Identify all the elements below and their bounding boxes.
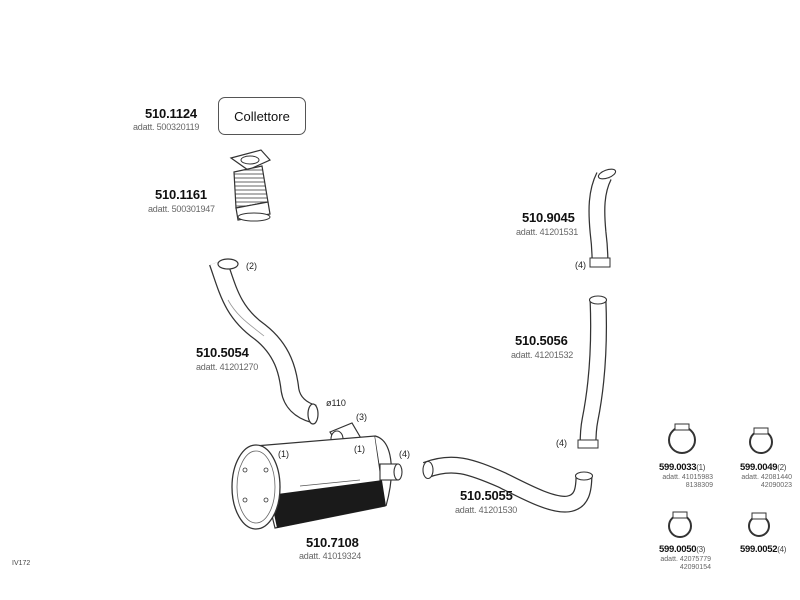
diagram-code: IV172 [12, 560, 31, 567]
clamp-0050-drawing [668, 511, 692, 538]
qty-marker-muffler-right: (1) [354, 444, 365, 454]
clamp-number-599-0049: 599.0049(2) [740, 462, 787, 473]
pipe-9045-drawing [588, 168, 617, 268]
flex-pipe-drawing [229, 149, 271, 222]
clamp-number-599-0050: 599.0050(3) [659, 544, 706, 555]
clamp-0052-drawing [748, 512, 770, 537]
part-adapt-510-1161: adatt. 500301947 [148, 204, 215, 214]
clamp-0049-drawing [749, 427, 773, 454]
part-number-510-1124: 510.1124 [145, 106, 197, 121]
part-number-510-7108: 510.7108 [306, 535, 359, 550]
diameter-marker: ø110 [326, 398, 346, 408]
part-number-510-1161: 510.1161 [155, 187, 207, 202]
part-adapt-510-9045: adatt. 41201531 [516, 227, 579, 237]
qty-marker-branch: (3) [356, 412, 367, 422]
pipe-5055-drawing [422, 456, 594, 513]
part-number-510-9045: 510.9045 [522, 210, 575, 225]
part-adapt-510-5055: adatt. 41201530 [455, 505, 518, 515]
clamp-0033-drawing [668, 423, 696, 454]
qty-marker-pipe-9045: (4) [575, 260, 586, 270]
clamp-qty-599-0033: (1) [696, 463, 706, 472]
clamp-qty-599-0050: (3) [696, 545, 706, 554]
part-number-510-5056: 510.5056 [515, 333, 568, 348]
qty-marker-pipe-5054: (2) [246, 261, 257, 271]
muffler-drawing [231, 422, 403, 530]
clamp-qty-599-0049: (2) [777, 463, 787, 472]
manifold-callout-label: Collettore [234, 108, 290, 124]
part-adapt-510-1124: adatt. 500320119 [133, 122, 200, 132]
clamp-number-599-0052: 599.0052(4) [740, 544, 787, 555]
qty-marker-pipe-5056: (4) [556, 438, 567, 448]
clamp-number-599-0033: 599.0033(1) [659, 462, 706, 473]
part-adapt-510-5056: adatt. 41201532 [511, 350, 574, 360]
clamp-qty-599-0052: (4) [777, 545, 787, 554]
part-number-510-5055: 510.5055 [460, 488, 513, 503]
part-adapt-510-5054: adatt. 41201270 [196, 362, 259, 372]
part-adapt-510-7108: adatt. 41019324 [299, 551, 362, 561]
pipe-5056-drawing [577, 295, 608, 449]
pipe-5054-drawing [209, 258, 319, 425]
part-number-510-5054: 510.5054 [196, 345, 249, 360]
qty-marker-muffler-left: (1) [278, 449, 289, 459]
manifold-callout: Collettore [218, 97, 306, 135]
qty-marker-muffler-outlet: (4) [399, 449, 410, 459]
